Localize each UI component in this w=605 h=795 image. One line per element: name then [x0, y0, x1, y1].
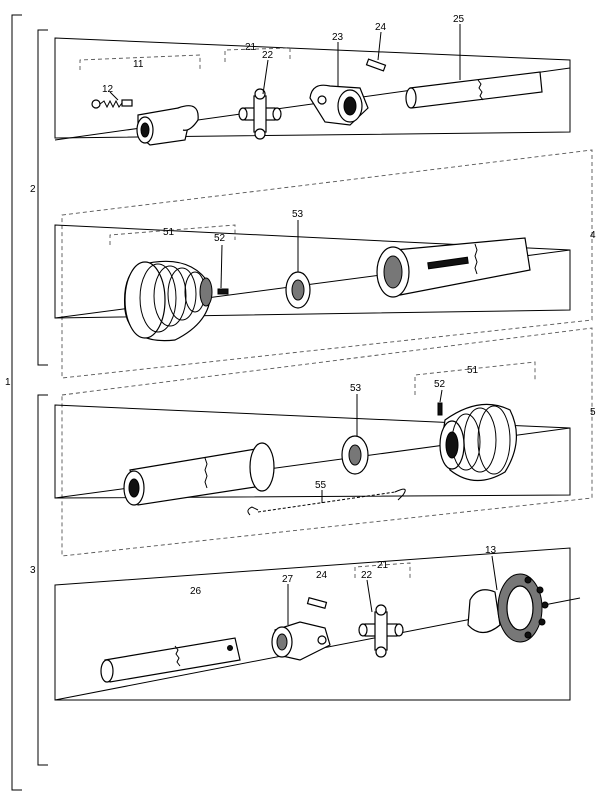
label-13: 13 — [485, 545, 497, 556]
label-55: 55 — [315, 480, 327, 491]
panel-row-3 — [54, 404, 571, 499]
label-53-top: 53 — [292, 209, 304, 220]
label-22-top: 22 — [262, 50, 274, 61]
group-21-bracket-top — [224, 47, 291, 62]
tube-26 — [100, 637, 241, 683]
label-26: 26 — [190, 586, 202, 597]
bracket-3 — [37, 394, 48, 766]
yoke-23 — [309, 84, 369, 126]
protective-boot-51-lower — [439, 403, 518, 482]
protective-boot-51-top — [123, 260, 213, 342]
pin-24-lower — [306, 597, 328, 609]
cross-joint-22-top — [238, 88, 282, 140]
label-3: 3 — [30, 565, 36, 576]
group-11-bracket — [79, 54, 201, 70]
label-52-top: 52 — [214, 233, 226, 244]
label-21-top: 21 — [245, 42, 257, 53]
tube-25 — [405, 71, 543, 109]
label-53-lower: 53 — [350, 383, 362, 394]
clutch-yoke-13 — [467, 573, 549, 643]
leader-lines — [109, 24, 498, 625]
yoke-27 — [271, 621, 331, 661]
guard-tube-top — [376, 237, 531, 298]
panel-row-4 — [54, 547, 571, 701]
label-23: 23 — [332, 32, 344, 43]
pin-24-top — [365, 58, 387, 72]
label-24-lower: 24 — [316, 570, 328, 581]
label-22-lower: 22 — [361, 570, 373, 581]
bearing-ring-53-lower — [341, 435, 369, 475]
group-51-bracket-top — [109, 224, 236, 245]
label-11: 11 — [133, 59, 144, 70]
label-51-lower: 51 — [467, 365, 479, 376]
panel-row-2 — [54, 224, 571, 319]
safety-chain-55 — [247, 488, 406, 516]
spring-pin-12 — [91, 99, 133, 109]
label-25: 25 — [453, 14, 465, 25]
panel-group-4 — [61, 149, 593, 379]
panel-row-1 — [54, 37, 571, 139]
label-5: 5 — [590, 407, 596, 418]
panel-group-5 — [61, 327, 593, 557]
bearing-ring-53-top — [285, 271, 311, 309]
label-12: 12 — [102, 84, 114, 95]
label-51-top: 51 — [163, 227, 175, 238]
bracket-2 — [37, 29, 48, 366]
group-51-bracket-bottom — [414, 361, 536, 395]
label-24-top: 24 — [375, 22, 387, 33]
guard-tube-lower — [123, 442, 275, 506]
yoke-11 — [136, 105, 199, 146]
label-1: 1 — [5, 377, 11, 388]
label-52-lower: 52 — [434, 379, 446, 390]
cross-joint-22-lower — [358, 604, 404, 658]
bracket-1 — [11, 14, 22, 791]
label-27: 27 — [282, 574, 294, 585]
label-2: 2 — [30, 184, 36, 195]
screw-52-top — [217, 288, 229, 295]
group-21-bracket-bottom — [354, 562, 411, 578]
label-4: 4 — [590, 230, 596, 241]
screw-52-lower — [437, 402, 443, 416]
label-21-lower: 21 — [377, 560, 389, 571]
